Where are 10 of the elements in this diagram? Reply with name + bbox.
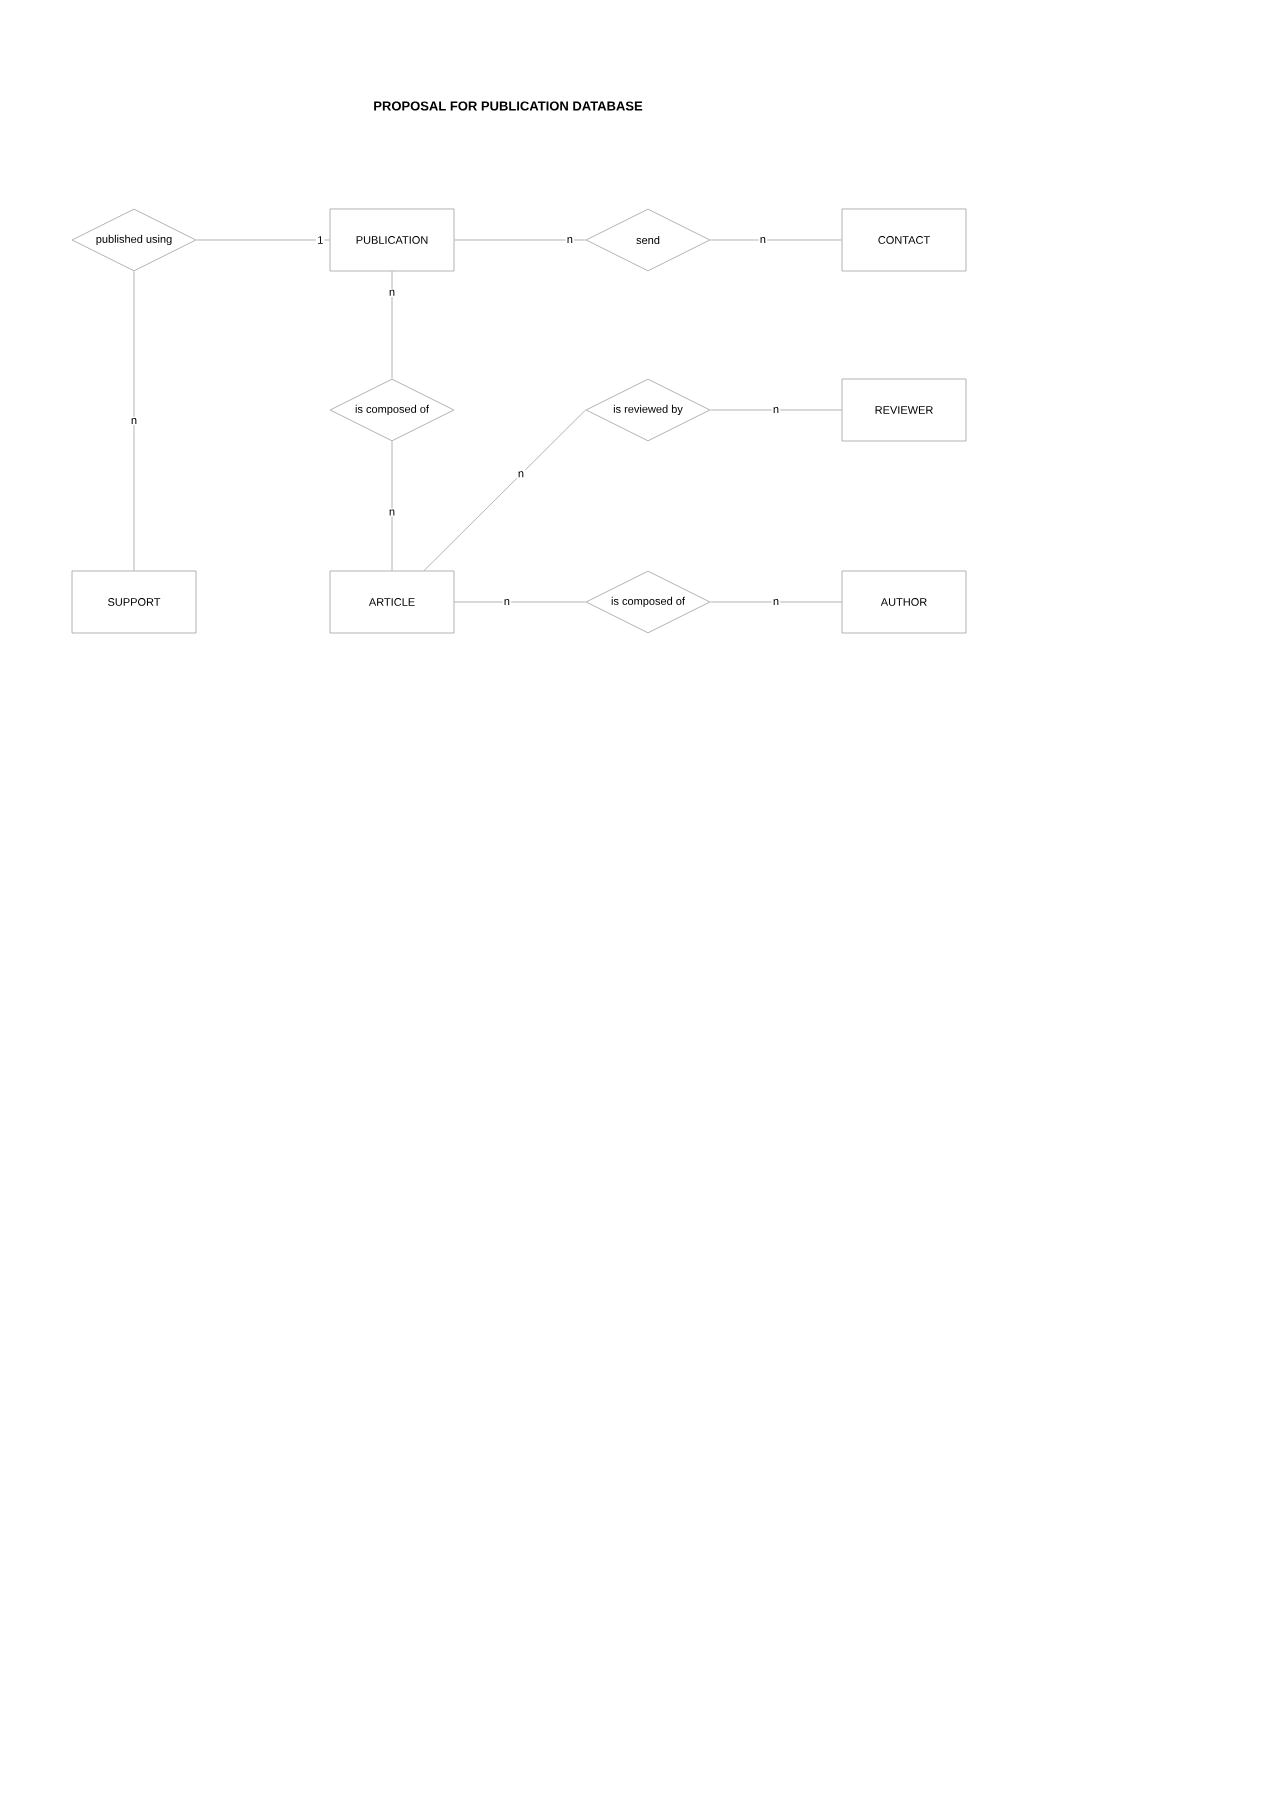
connector-line [710,601,842,603]
connector-line [391,271,393,379]
connector-line [710,409,842,411]
connector-line [391,441,393,571]
connector-line [133,271,135,571]
connector-line [710,239,842,241]
connector-line [454,239,586,241]
connector-line [196,239,330,241]
connector-line [423,409,586,571]
connector-line [454,601,586,603]
